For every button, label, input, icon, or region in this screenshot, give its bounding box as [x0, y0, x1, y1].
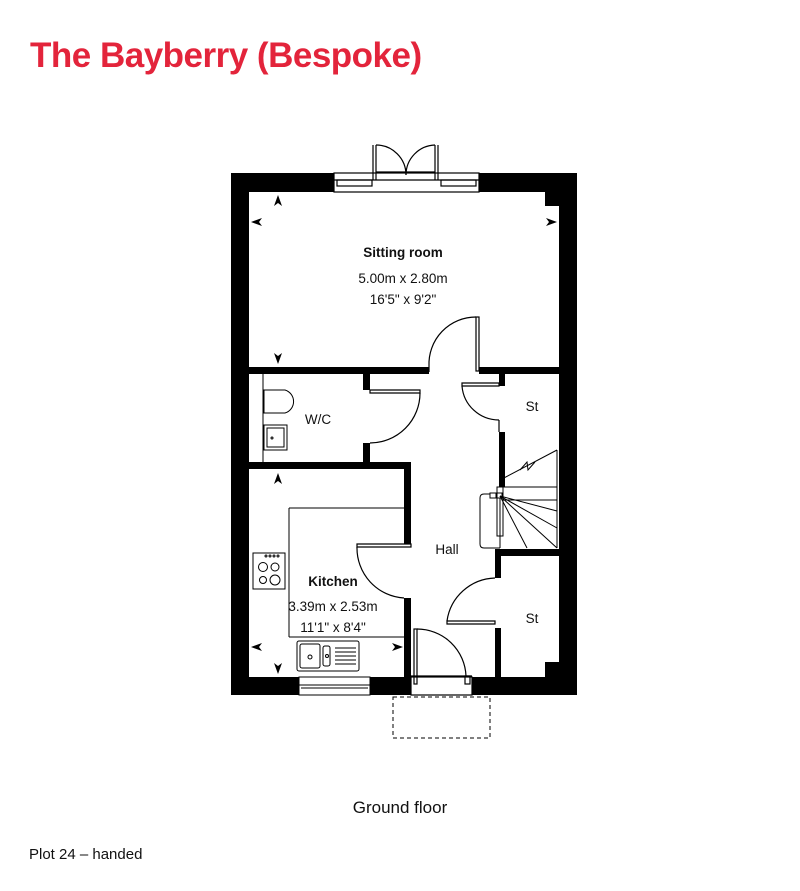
porch-canopy-outline: [392, 696, 491, 739]
room-kitchen-metric: 3.39m x 2.53m: [288, 599, 377, 614]
french-doors: [333, 144, 480, 193]
room-store-lower-name: St: [526, 611, 539, 626]
room-store-upper-name: St: [526, 399, 539, 414]
room-hall-name: Hall: [435, 542, 458, 557]
dimension-arrows: [251, 195, 557, 674]
room-wc-name: W/C: [305, 412, 331, 427]
kitchen-sink: [296, 640, 360, 672]
kitchen-window: [298, 676, 371, 696]
sitting-room-door: [428, 316, 480, 372]
wc-door: [369, 389, 421, 444]
exterior-walls: [231, 173, 577, 695]
room-kitchen-name: Kitchen: [308, 574, 358, 589]
plot-note: Plot 24 – handed: [29, 846, 143, 863]
store-door-lower: [446, 577, 496, 625]
room-sitting-room-imperial: 16'5" x 9'2": [370, 292, 437, 307]
room-kitchen-imperial: 11'1" x 8'4": [300, 620, 366, 635]
room-sitting-room-name: Sitting room: [363, 245, 443, 260]
staircase: [479, 449, 558, 549]
wc-fixtures: [262, 374, 294, 462]
floor-caption: Ground floor: [352, 798, 448, 817]
kitchen-worktop: [288, 507, 404, 638]
front-door: [410, 628, 473, 696]
page-title: The Bayberry (Bespoke): [30, 36, 422, 75]
kitchen-door: [356, 543, 412, 599]
room-labels: Sitting room 5.00m x 2.80m 16'5" x 9'2" …: [288, 245, 538, 635]
interior-walls: [249, 367, 559, 677]
hob: [252, 552, 286, 590]
store-door-upper: [461, 382, 500, 432]
room-sitting-room-metric: 5.00m x 2.80m: [358, 271, 447, 286]
